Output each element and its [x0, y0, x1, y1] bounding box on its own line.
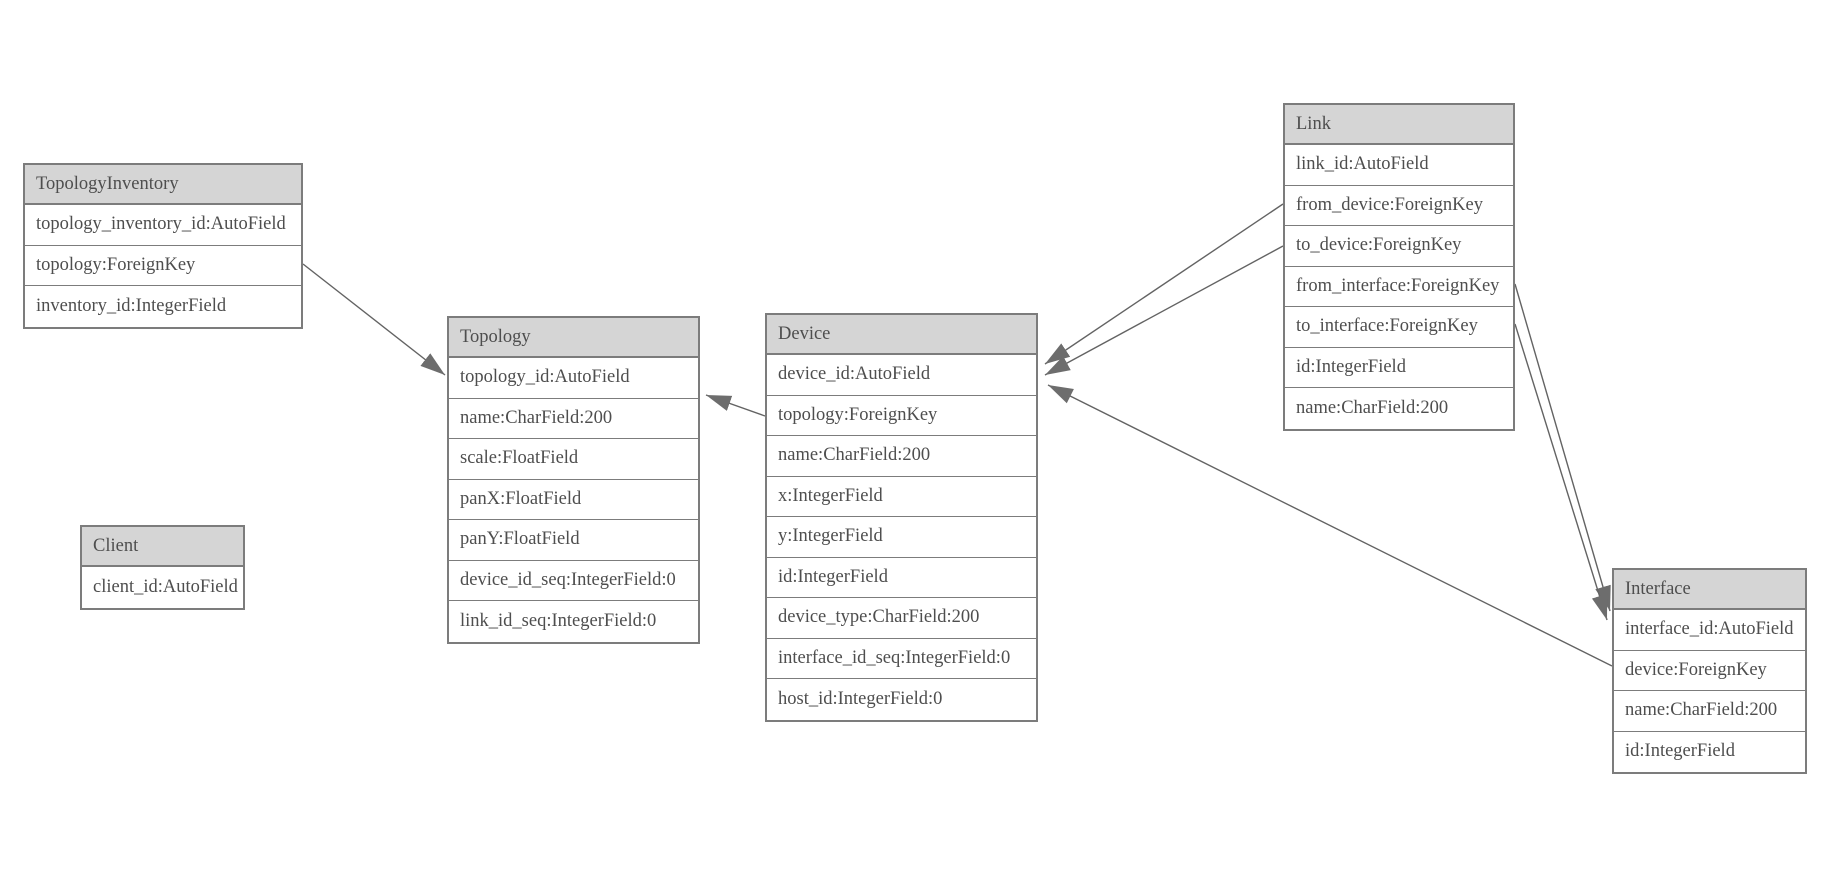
- table-title: Interface: [1614, 570, 1805, 610]
- table-field: interface_id_seq:IntegerField:0: [767, 639, 1036, 679]
- table-field: panY:FloatField: [449, 520, 698, 561]
- table-field: topology:ForeignKey: [25, 246, 301, 286]
- table-field: id:IntegerField: [1285, 348, 1513, 388]
- table-field: device:ForeignKey: [1614, 651, 1805, 691]
- table-field: topology_inventory_id:AutoField: [25, 205, 301, 246]
- table-field: x:IntegerField: [767, 477, 1036, 517]
- table-field: name:CharField:200: [767, 436, 1036, 477]
- table-field: host_id:IntegerField:0: [778, 688, 943, 709]
- edge-interface-device: [1047, 384, 1613, 667]
- edge-device-topology: [705, 394, 766, 417]
- edge-topologyinventory-topology: [302, 263, 446, 376]
- table-field: from_device:ForeignKey: [1285, 186, 1513, 226]
- table-field: topology_id:AutoField: [449, 358, 698, 399]
- table-field: id:IntegerField: [1625, 741, 1735, 762]
- table-field: topology:ForeignKey: [767, 396, 1036, 436]
- table-field: to_interface:ForeignKey: [1285, 307, 1513, 348]
- table-field: name:CharField:200: [1296, 397, 1449, 418]
- table-field: panX:FloatField: [449, 480, 698, 520]
- table-title: Client: [82, 527, 243, 567]
- table-title: Link: [1285, 105, 1513, 145]
- edge-link-to-device-device: [1044, 245, 1284, 376]
- edge-link-from-interface-interface: [1514, 283, 1611, 612]
- table-field: device_id_seq:IntegerField:0: [449, 561, 698, 601]
- table-field: name:CharField:200: [1614, 691, 1805, 732]
- table-field: inventory_id:IntegerField: [36, 295, 227, 316]
- edge-link-to-interface-interface: [1514, 323, 1608, 621]
- table-field: id:IntegerField: [767, 558, 1036, 598]
- table-field: device_type:CharField:200: [767, 598, 1036, 639]
- table-title: Device: [767, 315, 1036, 355]
- table-title: TopologyInventory: [25, 165, 301, 205]
- table-field: link_id:AutoField: [1285, 145, 1513, 186]
- table-field: scale:FloatField: [449, 439, 698, 480]
- table-field: device_id:AutoField: [767, 355, 1036, 396]
- table-field: from_interface:ForeignKey: [1285, 267, 1513, 307]
- table-field: name:CharField:200: [449, 399, 698, 439]
- table-field: interface_id:AutoField: [1614, 610, 1805, 651]
- table-field: to_device:ForeignKey: [1285, 226, 1513, 267]
- table-field: link_id_seq:IntegerField:0: [460, 610, 657, 631]
- table-client: Client client_id:AutoField: [80, 525, 245, 610]
- edge-link-from-device-device: [1044, 203, 1284, 365]
- table-title: Topology: [449, 318, 698, 358]
- table-field: client_id:AutoField: [93, 576, 238, 597]
- table-field: y:IntegerField: [767, 517, 1036, 558]
